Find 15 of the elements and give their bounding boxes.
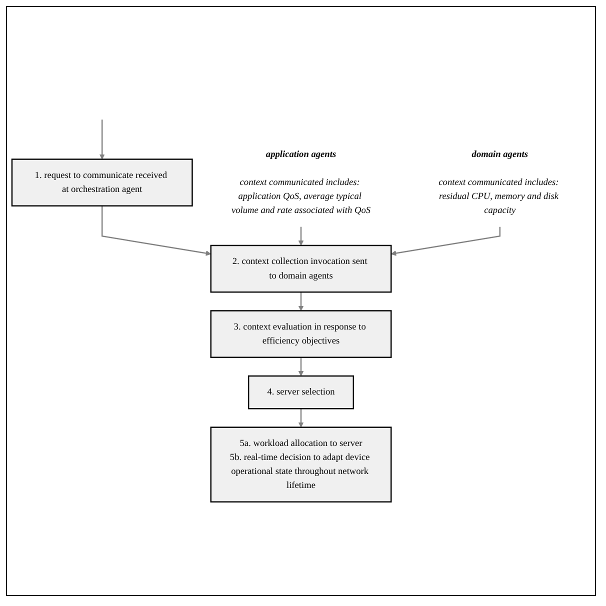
arrow xyxy=(298,408,304,428)
node-box xyxy=(11,158,193,206)
arrow xyxy=(101,205,212,256)
node-box xyxy=(210,426,392,502)
arrow xyxy=(298,292,304,311)
node-box xyxy=(210,244,392,292)
node-text: application agents context communicated includes: application QoS, average typical volume and rate associated with QoS xyxy=(231,149,371,215)
node-box xyxy=(210,310,392,358)
arrow xyxy=(390,226,501,256)
arrow xyxy=(99,119,105,160)
node-text: domain agents context communicated includes: residual CPU, memory and disk capacity xyxy=(438,149,559,215)
arrow xyxy=(298,226,304,246)
flowchart: 1. request to communicate received at orchestration agent application agents context communicated includes: application QoS, average typical volume and rate associated with QoS 2. context collection invocation sent to domain agents domain agents context communicated includes: residual CPU, memory and disk capacity 3. context evaluation in response to efficiency objectives 4. server selection 5a. workload allocation to server 5b. real-time decision to adapt device operational state throughout network lifetime xyxy=(7,96,595,506)
arrow xyxy=(298,356,304,376)
node-box xyxy=(248,374,354,409)
